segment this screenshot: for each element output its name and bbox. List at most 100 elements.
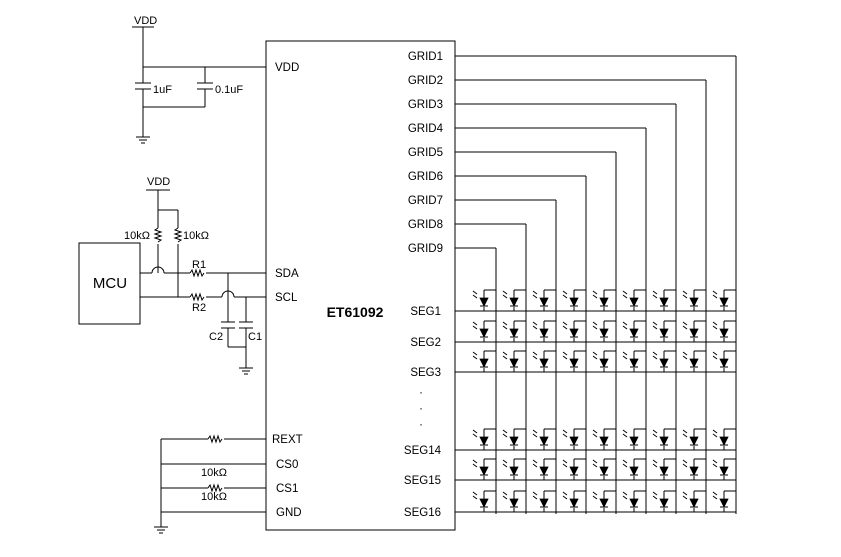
led-diode: [562, 428, 586, 450]
led-diode: [532, 490, 556, 512]
led-diode: [622, 350, 646, 372]
cap-01uf-label: 0.1uF: [215, 84, 243, 96]
grid-pin-label-9: GRID9: [408, 243, 443, 255]
i2c-section: VDD 10kΩ 10kΩ MCU R1 R2 C2: [78, 176, 266, 375]
led-diode: [532, 320, 556, 342]
vdd-pullup-label: VDD: [147, 176, 170, 188]
led-diode: [562, 289, 586, 311]
led-diode: [502, 490, 526, 512]
pullup-right-label: 10kΩ: [183, 230, 209, 242]
led-diode: [472, 289, 496, 311]
pin-gnd-label: GND: [276, 507, 302, 519]
led-diode: [712, 320, 736, 342]
led-diode: [712, 458, 736, 480]
led-diode: [502, 428, 526, 450]
pin-sda-label: SDA: [275, 268, 299, 280]
led-diode: [592, 289, 616, 311]
grid-pin-label-4: GRID4: [408, 123, 444, 135]
c1-label: C1: [248, 331, 262, 343]
led-diode: [472, 428, 496, 450]
seg-ellipsis-dot-1: ·: [419, 387, 423, 399]
rext-resistor: [207, 434, 223, 444]
led-diode: [652, 428, 676, 450]
vdd-top-label: VDD: [134, 15, 157, 27]
ground-symbol-top: [136, 136, 150, 144]
r1-label: R1: [192, 259, 206, 271]
led-diode: [532, 289, 556, 311]
config-section: 10kΩ 10kΩ: [154, 434, 266, 534]
led-diode: [652, 289, 676, 311]
seg-ellipsis-dot-3: ·: [419, 419, 423, 431]
pullup-resistor-left: [153, 227, 163, 243]
led-diode: [652, 490, 676, 512]
led-diode: [592, 350, 616, 372]
led-diode: [652, 458, 676, 480]
led-diode: [502, 350, 526, 372]
led-diode: [652, 320, 676, 342]
led-diode: [532, 428, 556, 450]
pullup-left-label: 10kΩ: [124, 230, 150, 242]
led-diode: [592, 490, 616, 512]
seg-pin-label-3: SEG3: [410, 367, 441, 379]
ground-symbol-i2c: [239, 367, 253, 375]
led-diode: [622, 320, 646, 342]
power-decoupling: VDD 1uF 0.1uF: [132, 15, 266, 144]
seg-pin-label-2: SEG2: [410, 337, 441, 349]
led-diode: [712, 289, 736, 311]
led-diode: [592, 320, 616, 342]
pin-scl-label: SCL: [275, 292, 298, 304]
led-diode: [682, 320, 706, 342]
led-diode: [472, 350, 496, 372]
led-diode: [712, 428, 736, 450]
grid-pin-label-8: GRID8: [408, 219, 443, 231]
grid-pin-label-7: GRID7: [408, 195, 443, 207]
ground-symbol-bottom: [154, 526, 168, 534]
pin-rext-label: REXT: [272, 434, 303, 446]
seg-pin-label-6: SEG16: [404, 507, 441, 519]
led-diode: [622, 289, 646, 311]
led-diode: [682, 458, 706, 480]
cs0-res-label: 10kΩ: [201, 467, 227, 479]
pin-cs0-label: CS0: [276, 459, 298, 471]
led-diode: [562, 490, 586, 512]
grid-pin-label-5: GRID5: [408, 147, 443, 159]
led-diode: [532, 458, 556, 480]
seg-ellipsis-dot-2: ·: [419, 403, 423, 415]
pin-cs1-label: CS1: [276, 483, 298, 495]
led-diode: [562, 458, 586, 480]
chip-name: ET61092: [327, 304, 384, 320]
led-diode: [562, 350, 586, 372]
led-diode: [622, 428, 646, 450]
led-diode: [592, 428, 616, 450]
cap-1uf-label: 1uF: [153, 84, 172, 96]
seg-pin-label-4: SEG14: [404, 445, 442, 457]
led-diode: [502, 320, 526, 342]
led-diode: [472, 458, 496, 480]
led-diode: [682, 490, 706, 512]
led-diode: [562, 320, 586, 342]
grid-pin-labels: GRID1GRID2GRID3GRID4GRID5GRID6GRID7GRID8…: [408, 51, 444, 255]
r2-resistor: [189, 292, 205, 302]
cs1-res-label: 10kΩ: [201, 491, 227, 503]
r2-label: R2: [192, 302, 206, 314]
led-matrix: [455, 55, 737, 514]
pullup-resistor-right: [173, 227, 183, 243]
led-diode: [682, 289, 706, 311]
pin-vdd-label: VDD: [275, 62, 299, 74]
cs1-resistor: [207, 483, 223, 493]
grid-pin-label-3: GRID3: [408, 99, 443, 111]
led-diode: [472, 490, 496, 512]
led-diode: [622, 490, 646, 512]
led-diode: [682, 350, 706, 372]
seg-pin-label-5: SEG15: [404, 475, 441, 487]
chip-body: [265, 40, 456, 531]
mcu-block: [78, 242, 141, 325]
led-diode: [592, 458, 616, 480]
seg-pin-label-1: SEG1: [410, 306, 441, 318]
led-diode: [682, 428, 706, 450]
c2-label: C2: [209, 331, 223, 343]
led-diode: [712, 490, 736, 512]
led-diode: [502, 289, 526, 311]
led-diode: [652, 350, 676, 372]
